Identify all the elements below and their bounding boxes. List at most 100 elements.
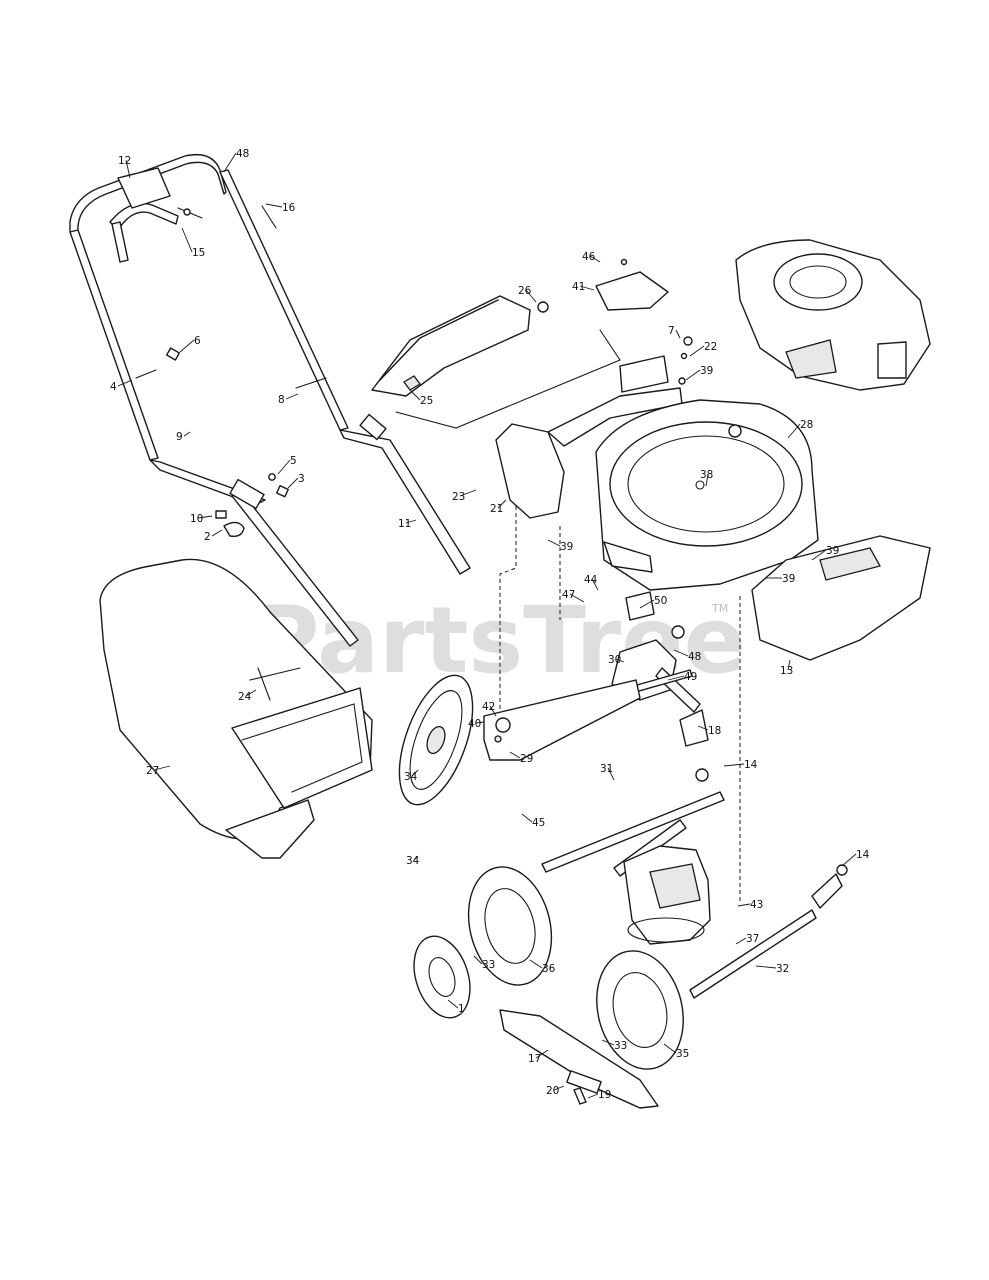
callout-leader xyxy=(277,459,291,475)
callout-number: 48 xyxy=(236,148,249,160)
callout-14: 14 xyxy=(841,849,870,867)
callout-number: 18 xyxy=(708,725,721,737)
callout-number: 29 xyxy=(520,753,533,765)
callout-39: 39 xyxy=(685,365,713,381)
callout-leader xyxy=(183,431,191,437)
rear-wheel xyxy=(467,866,553,986)
callout-27: 27 xyxy=(146,765,171,777)
callout-leader xyxy=(265,203,283,208)
callout-leader xyxy=(411,769,419,777)
callout-number: 32 xyxy=(776,963,789,975)
callout-4: 4 xyxy=(110,379,133,393)
callout-leader xyxy=(735,937,747,945)
callout-number: 28 xyxy=(800,419,813,431)
callout-33: 33 xyxy=(601,1039,627,1052)
callout-number: 22 xyxy=(704,341,717,353)
callout-leader xyxy=(685,369,701,381)
callout-number: 48 xyxy=(688,651,701,663)
callout-number: 10 xyxy=(190,513,203,525)
callout-number: 39 xyxy=(826,545,839,557)
callout-leader xyxy=(841,853,857,867)
callout-22: 22 xyxy=(689,341,717,357)
callout-number: 46 xyxy=(582,251,596,263)
callout-number: 12 xyxy=(118,155,131,167)
callout-number: 14 xyxy=(856,849,870,861)
callout-45: 45 xyxy=(521,813,545,829)
callout-leader xyxy=(811,549,827,561)
callout-40: 40 xyxy=(468,718,485,730)
callout-leader xyxy=(639,599,655,609)
handle-hardware xyxy=(135,205,327,538)
callout-leader xyxy=(673,649,689,657)
callout-number: 31 xyxy=(600,763,613,775)
grass-bag xyxy=(99,558,373,859)
callout-number: 11 xyxy=(398,518,411,530)
callout-number: 39 xyxy=(560,541,573,553)
callout-number: 3 xyxy=(298,473,305,485)
callout-15: 15 xyxy=(181,227,205,259)
callout-46: 46 xyxy=(582,251,601,263)
callout-number: 16 xyxy=(282,202,296,214)
engine xyxy=(735,239,931,391)
callout-number: 27 xyxy=(146,765,159,777)
callout-number: 25 xyxy=(420,395,433,407)
callout-number: 21 xyxy=(490,503,503,515)
callout-number: 47 xyxy=(562,589,575,601)
callout-36: 36 xyxy=(529,959,556,975)
rear-deflector xyxy=(371,295,621,429)
callout-leader xyxy=(547,539,561,547)
callout-9: 9 xyxy=(176,431,191,443)
callout-37: 37 xyxy=(735,933,759,945)
callout-leader xyxy=(689,345,705,357)
callout-49: 49 xyxy=(667,671,697,683)
callout-layer: 1248161564895310211464126257223928382321… xyxy=(110,148,870,1101)
callout-number: 9 xyxy=(176,431,183,443)
callout-50: 50 xyxy=(639,595,667,609)
callout-leader xyxy=(211,529,223,537)
callout-number: 33 xyxy=(614,1040,627,1052)
callout-leader xyxy=(755,965,777,969)
callout-28: 28 xyxy=(787,419,813,439)
callout-2: 2 xyxy=(204,529,223,543)
blade-adapter xyxy=(623,845,711,945)
callout-21: 21 xyxy=(490,499,507,515)
upper-handle xyxy=(69,153,349,461)
callout-number: 39 xyxy=(700,365,713,377)
callout-34: 34 xyxy=(404,769,419,783)
alignment-lines xyxy=(499,506,741,902)
callout-number: 38 xyxy=(700,469,713,481)
callout-3: 3 xyxy=(287,473,305,489)
callout-18: 18 xyxy=(697,725,721,737)
callout-leader xyxy=(607,767,615,781)
callout-31: 31 xyxy=(600,763,615,781)
callout-number: 8 xyxy=(278,394,285,406)
callout-number: 30 xyxy=(608,654,621,666)
callout-leader xyxy=(705,473,709,487)
callout-leader xyxy=(117,379,133,387)
callout-number: 37 xyxy=(746,933,759,945)
callout-leader xyxy=(529,959,543,969)
callout-leader xyxy=(737,903,751,907)
callout-number: 44 xyxy=(584,574,598,586)
callout-leader xyxy=(591,578,599,591)
callout-leader xyxy=(525,289,537,303)
callout-25: 25 xyxy=(409,389,433,407)
callout-leader xyxy=(509,751,521,759)
callout-number: 34 xyxy=(404,771,418,783)
callout-leader xyxy=(675,329,681,339)
callout-41: 41 xyxy=(572,281,595,293)
height-adjust-bracket xyxy=(495,336,693,519)
callout-leader xyxy=(787,423,801,439)
callout-20: 20 xyxy=(546,1085,565,1097)
callout-17: 17 xyxy=(528,1049,549,1065)
callout-26: 26 xyxy=(518,285,537,303)
callout-42: 42 xyxy=(482,701,497,717)
watermark-trademark: TM xyxy=(711,602,728,615)
callout-number: 49 xyxy=(684,671,697,683)
callout-leader xyxy=(285,393,299,400)
callout-leader xyxy=(589,255,601,263)
callout-leader xyxy=(197,515,213,519)
callout-number: 50 xyxy=(654,595,667,607)
callout-47: 47 xyxy=(562,589,585,603)
